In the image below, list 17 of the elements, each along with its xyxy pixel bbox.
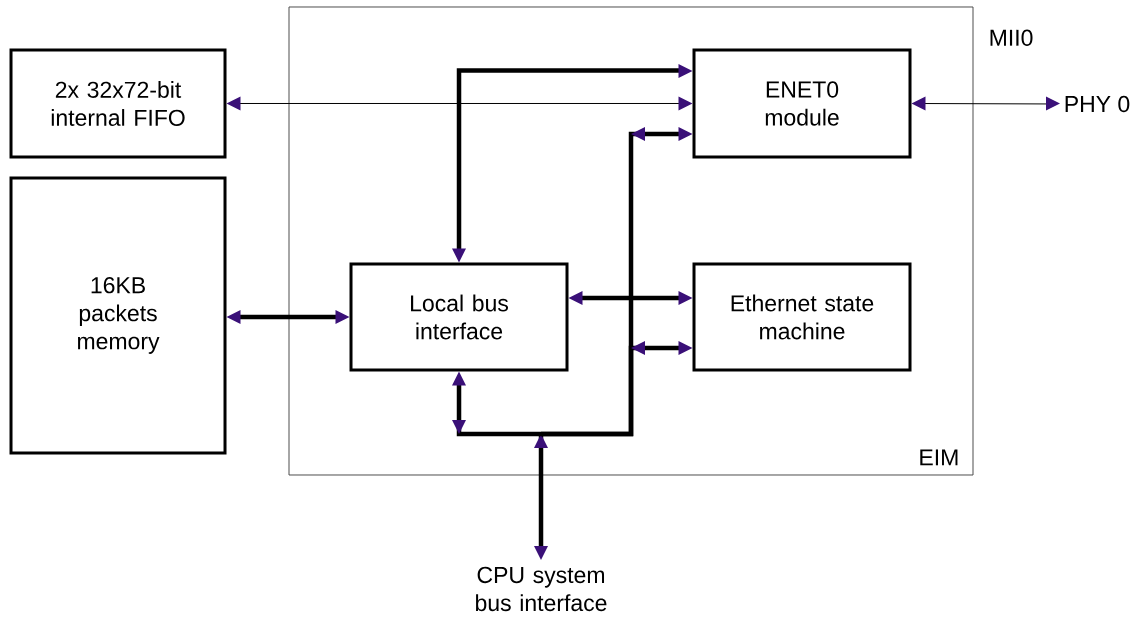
block-box: 2x 32x72-bit internal FIFO	[9, 48, 227, 159]
edge-label: MII0	[990, 29, 1033, 46]
arrow	[541, 341, 693, 437]
box-label: EIM	[920, 449, 958, 466]
arrow	[226, 96, 693, 111]
arrow	[226, 310, 350, 324]
block-box: Local bus interface	[349, 262, 569, 372]
port-label: CPU system bus interface	[476, 566, 607, 612]
port-label: PHY 0	[1065, 95, 1130, 113]
block-box: 16KB packets memory	[9, 176, 227, 455]
arrow	[452, 64, 693, 263]
arrow	[534, 434, 548, 560]
block-box: ENET0 module	[692, 48, 912, 159]
block-box: Ethernet state machine	[692, 262, 912, 372]
arrow	[452, 371, 541, 437]
arrow	[568, 291, 693, 305]
arrow	[911, 96, 1060, 111]
